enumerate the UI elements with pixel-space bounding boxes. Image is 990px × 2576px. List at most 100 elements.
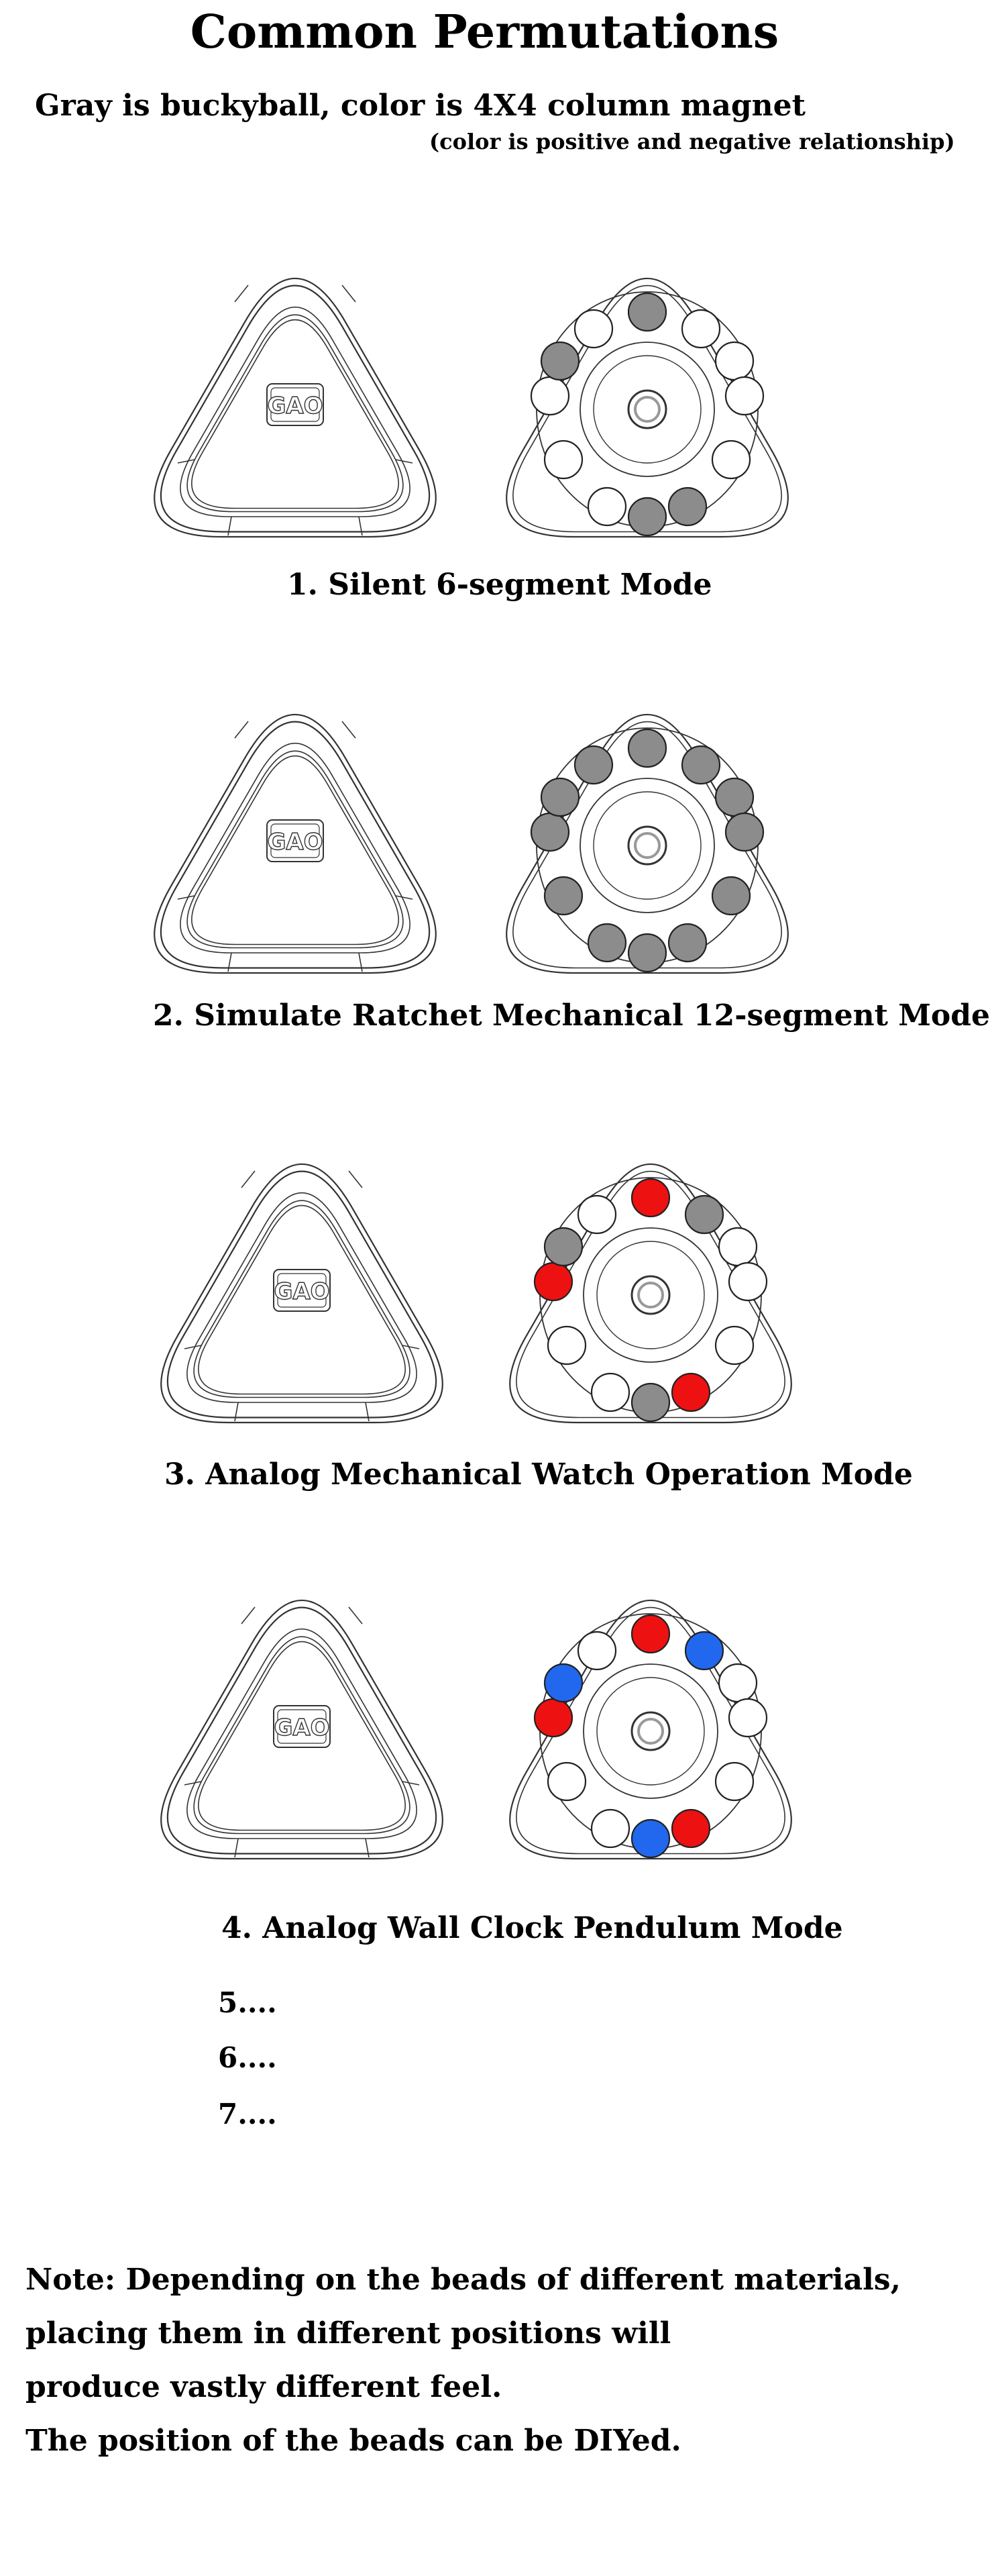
mode-1-figure: GAO xyxy=(154,277,789,538)
cover-outline xyxy=(154,713,437,974)
cover-outline xyxy=(180,306,410,517)
hub-ring-outer xyxy=(583,1227,718,1363)
logo-text: GAO xyxy=(267,393,323,419)
bezel-segment-line xyxy=(177,895,195,900)
hub-bearing-core xyxy=(634,832,661,859)
cover-outline xyxy=(160,721,431,969)
logo-badge-inner xyxy=(277,1709,327,1744)
bead-red xyxy=(630,1178,671,1218)
note-line-1: Note: Depending on the beads of differen… xyxy=(25,2263,901,2297)
bead-white xyxy=(530,376,570,416)
bead-gray xyxy=(714,777,755,817)
hub-ring-outer xyxy=(580,342,715,477)
bead-white xyxy=(714,1761,755,1802)
plate-outline-inner xyxy=(512,285,782,533)
cover-outline xyxy=(186,750,404,949)
bead-gray xyxy=(627,292,667,332)
bead-red xyxy=(533,1261,573,1302)
bead-white xyxy=(577,1631,617,1671)
bezel-segment-line xyxy=(234,1838,239,1858)
bead-red xyxy=(671,1372,711,1412)
cover-outline xyxy=(180,742,410,954)
bezel-segment-line xyxy=(184,1781,202,1786)
bead-white xyxy=(547,1325,587,1366)
cover-outline xyxy=(166,1606,437,1855)
back-plate-4 xyxy=(509,1599,792,1860)
bezel-segment-line xyxy=(341,721,356,739)
bead-red xyxy=(533,1698,573,1738)
bead-red xyxy=(671,1808,711,1849)
bead-white xyxy=(728,1261,768,1302)
legend-subnote: (color is positive and negative relation… xyxy=(429,129,955,154)
bezel-segment-line xyxy=(358,516,363,536)
mode-4-figure: GAO xyxy=(160,1599,792,1860)
bead-gray xyxy=(627,728,667,768)
cover-outline xyxy=(160,1163,443,1424)
bead-white xyxy=(718,1663,758,1703)
bead-gray xyxy=(543,1227,584,1267)
bezel-segment-line xyxy=(234,721,249,739)
logo-badge-inner xyxy=(277,1273,327,1308)
bead-blue xyxy=(684,1631,724,1671)
plate-outline xyxy=(509,1163,792,1424)
bead-gray xyxy=(627,933,667,973)
logo-text: GAO xyxy=(267,829,323,856)
more-item-5: 5.... xyxy=(218,1986,277,2019)
more-item-7: 7.... xyxy=(218,2098,277,2130)
hub-ring-outer xyxy=(580,778,715,913)
bezel-segment-line xyxy=(227,516,232,536)
cover-outline xyxy=(191,755,399,945)
bezel-segment-line xyxy=(395,459,413,464)
back-plate-2 xyxy=(506,713,789,974)
mode-diagram-1: GAO xyxy=(0,242,969,564)
bead-gray xyxy=(684,1194,724,1235)
cover-outline xyxy=(160,1599,443,1860)
logo-text: GAO xyxy=(274,1714,329,1741)
mode-diagram-3: GAO xyxy=(0,1127,969,1449)
mode-caption-3: 3. Analog Mechanical Watch Operation Mod… xyxy=(164,1457,913,1492)
plate-outline xyxy=(506,713,789,974)
bezel-segment-line xyxy=(348,1606,363,1625)
more-item-6: 6.... xyxy=(218,2041,277,2074)
logo-badge-inner xyxy=(270,387,320,422)
cover-outline xyxy=(198,1641,406,1831)
bead-gray xyxy=(573,745,614,785)
bezel-segment-line xyxy=(241,1170,256,1188)
plate-outline xyxy=(509,1599,792,1860)
bead-gray xyxy=(587,923,627,963)
mode-diagram-2: GAO xyxy=(0,678,969,1000)
bead-white xyxy=(590,1372,630,1412)
front-cover-4: GAO xyxy=(160,1599,443,1860)
bead-gray xyxy=(724,812,765,852)
bead-white xyxy=(577,1194,617,1235)
bead-gray xyxy=(540,777,580,817)
bead-white xyxy=(547,1761,587,1802)
bead-gray xyxy=(543,876,584,916)
bead-gray xyxy=(667,486,708,527)
cover-outline xyxy=(166,1170,437,1419)
hub-ring-inner xyxy=(596,1677,705,1786)
bead-white xyxy=(714,1325,755,1366)
front-cover-2: GAO xyxy=(154,713,437,974)
mode-2-figure: GAO xyxy=(154,713,789,974)
bezel-segment-line xyxy=(227,952,232,972)
bezel-segment-line xyxy=(365,1838,370,1858)
bezel-segment-line xyxy=(358,952,363,972)
bead-gray xyxy=(667,923,708,963)
cover-outline xyxy=(191,319,399,509)
hub-ring-inner xyxy=(596,1241,705,1349)
bead-gray xyxy=(630,1382,671,1423)
bead-gray xyxy=(681,745,721,785)
plate-outline-inner xyxy=(516,1606,785,1855)
bezel-segment-line xyxy=(348,1170,363,1188)
bead-gray xyxy=(627,497,667,537)
hub-bearing-core xyxy=(637,1282,664,1308)
bead-gray xyxy=(711,876,751,916)
bead-white xyxy=(728,1698,768,1738)
bead-blue xyxy=(543,1663,584,1703)
legend-subtitle: Gray is buckyball, color is 4X4 column m… xyxy=(35,89,806,123)
mode-caption-2: 2. Simulate Ratchet Mechanical 12-segmen… xyxy=(153,998,990,1033)
bead-gray xyxy=(540,341,580,381)
bezel-segment-line xyxy=(234,285,249,303)
bead-white xyxy=(718,1227,758,1267)
